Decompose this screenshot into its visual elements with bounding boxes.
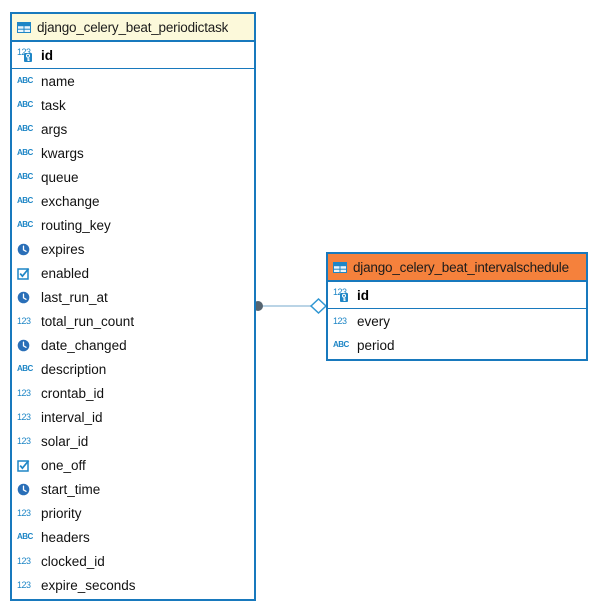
primary-key-type-icon: 123 — [17, 47, 35, 63]
column-name: solar_id — [41, 433, 89, 449]
column-row-solar_id[interactable]: 123 solar_id — [12, 429, 254, 453]
primary-key-row[interactable]: 123 id — [12, 42, 254, 69]
column-row-description[interactable]: ABC description — [12, 357, 254, 381]
column-name: period — [357, 337, 395, 353]
column-name: task — [41, 97, 66, 113]
column-row-start_time[interactable]: start_time — [12, 477, 254, 501]
column-name: description — [41, 361, 107, 377]
table-title: django_celery_beat_periodictask — [37, 19, 229, 35]
column-name: last_run_at — [41, 289, 108, 305]
text-type-icon: ABC — [17, 532, 33, 541]
key-badge-icon — [340, 293, 348, 302]
column-name: start_time — [41, 481, 101, 497]
column-row-name[interactable]: ABC name — [12, 69, 254, 93]
number-type-icon: 123 — [17, 555, 31, 566]
column-name: enabled — [41, 265, 90, 281]
key-badge-icon — [24, 53, 32, 62]
table-header[interactable]: django_celery_beat_intervalschedule — [328, 254, 586, 282]
column-row-one_off[interactable]: one_off — [12, 453, 254, 477]
datetime-type-icon — [17, 339, 35, 352]
text-type-icon: ABC — [17, 220, 33, 229]
number-type-icon: 123 — [17, 387, 31, 398]
boolean-type-icon — [17, 459, 35, 472]
column-row-period[interactable]: ABC period — [328, 333, 586, 357]
column-row-enabled[interactable]: enabled — [12, 261, 254, 285]
text-type-icon: ABC — [17, 196, 33, 205]
table-icon — [333, 261, 347, 273]
datetime-type-icon — [17, 243, 35, 256]
number-type-icon: 123 — [17, 435, 31, 446]
column-row-interval_id[interactable]: 123 interval_id — [12, 405, 254, 429]
column-name: clocked_id — [41, 553, 105, 569]
column-name: total_run_count — [41, 313, 135, 329]
column-name: priority — [41, 505, 82, 521]
column-row-last_run_at[interactable]: last_run_at — [12, 285, 254, 309]
text-type-icon: ABC — [17, 76, 33, 85]
datetime-type-icon — [17, 483, 35, 496]
column-row-every[interactable]: 123 every — [328, 309, 586, 333]
column-row-kwargs[interactable]: ABC kwargs — [12, 141, 254, 165]
number-type-icon: 123 — [17, 579, 31, 590]
column-row-expire_seconds[interactable]: 123 expire_seconds — [12, 573, 254, 597]
table-django-celery-beat-intervalschedule[interactable]: django_celery_beat_intervalschedule 123 … — [326, 252, 588, 361]
column-row-task[interactable]: ABC task — [12, 93, 254, 117]
column-name: kwargs — [41, 145, 84, 161]
column-row-args[interactable]: ABC args — [12, 117, 254, 141]
column-row-queue[interactable]: ABC queue — [12, 165, 254, 189]
relationship-endpoint-diamond[interactable] — [309, 297, 328, 315]
column-row-headers[interactable]: ABC headers — [12, 525, 254, 549]
text-type-icon: ABC — [17, 364, 33, 373]
column-row-expires[interactable]: expires — [12, 237, 254, 261]
number-type-icon: 123 — [17, 411, 31, 422]
column-name: date_changed — [41, 337, 127, 353]
boolean-type-icon — [17, 267, 35, 280]
primary-key-name: id — [357, 287, 369, 303]
table-icon — [17, 21, 31, 33]
table-django-celery-beat-periodictask[interactable]: django_celery_beat_periodictask 123 id A… — [10, 12, 256, 601]
column-name: expires — [41, 241, 85, 257]
primary-key-row[interactable]: 123 id — [328, 282, 586, 309]
column-name: name — [41, 73, 75, 89]
column-name: routing_key — [41, 217, 111, 233]
column-row-routing_key[interactable]: ABC routing_key — [12, 213, 254, 237]
column-name: every — [357, 313, 391, 329]
column-row-priority[interactable]: 123 priority — [12, 501, 254, 525]
text-type-icon: ABC — [333, 340, 349, 349]
column-row-date_changed[interactable]: date_changed — [12, 333, 254, 357]
column-name: expire_seconds — [41, 577, 136, 593]
column-name: queue — [41, 169, 79, 185]
column-name: args — [41, 121, 68, 137]
table-header[interactable]: django_celery_beat_periodictask — [12, 14, 254, 42]
number-type-icon: 123 — [333, 315, 347, 326]
column-row-clocked_id[interactable]: 123 clocked_id — [12, 549, 254, 573]
table-title: django_celery_beat_intervalschedule — [353, 259, 569, 275]
datetime-type-icon — [17, 291, 35, 304]
text-type-icon: ABC — [17, 124, 33, 133]
primary-key-type-icon: 123 — [333, 287, 351, 303]
column-name: one_off — [41, 457, 86, 473]
primary-key-name: id — [41, 47, 53, 63]
text-type-icon: ABC — [17, 148, 33, 157]
column-name: headers — [41, 529, 90, 545]
column-name: crontab_id — [41, 385, 105, 401]
column-name: exchange — [41, 193, 100, 209]
text-type-icon: ABC — [17, 172, 33, 181]
column-name: interval_id — [41, 409, 103, 425]
number-type-icon: 123 — [17, 507, 31, 518]
column-row-total_run_count[interactable]: 123 total_run_count — [12, 309, 254, 333]
column-row-exchange[interactable]: ABC exchange — [12, 189, 254, 213]
text-type-icon: ABC — [17, 100, 33, 109]
column-row-crontab_id[interactable]: 123 crontab_id — [12, 381, 254, 405]
number-type-icon: 123 — [17, 315, 31, 326]
